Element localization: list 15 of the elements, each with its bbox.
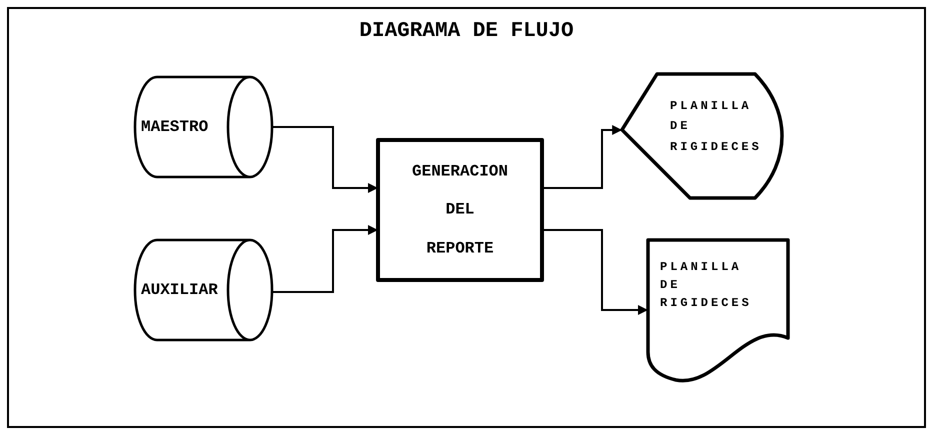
process-box: [378, 140, 542, 280]
node-label: PLANILLA DE RIGIDECES: [670, 98, 762, 156]
database-cylinder: [135, 240, 272, 340]
arrow: [542, 125, 622, 189]
node-label: PLANILLA DE RIGIDECES: [660, 259, 752, 312]
arrow: [542, 229, 648, 315]
diagram-title: DIAGRAMA DE FLUJO: [359, 20, 574, 43]
document-shape: [648, 240, 788, 380]
node-label: GENERACION DEL REPORTE: [412, 161, 508, 260]
database-cylinder: [135, 77, 272, 177]
display-shape: [622, 74, 785, 198]
arrow: [272, 225, 378, 293]
node-label: AUXILIAR: [141, 281, 218, 299]
arrow: [272, 126, 378, 193]
node-label: MAESTRO: [141, 118, 208, 136]
